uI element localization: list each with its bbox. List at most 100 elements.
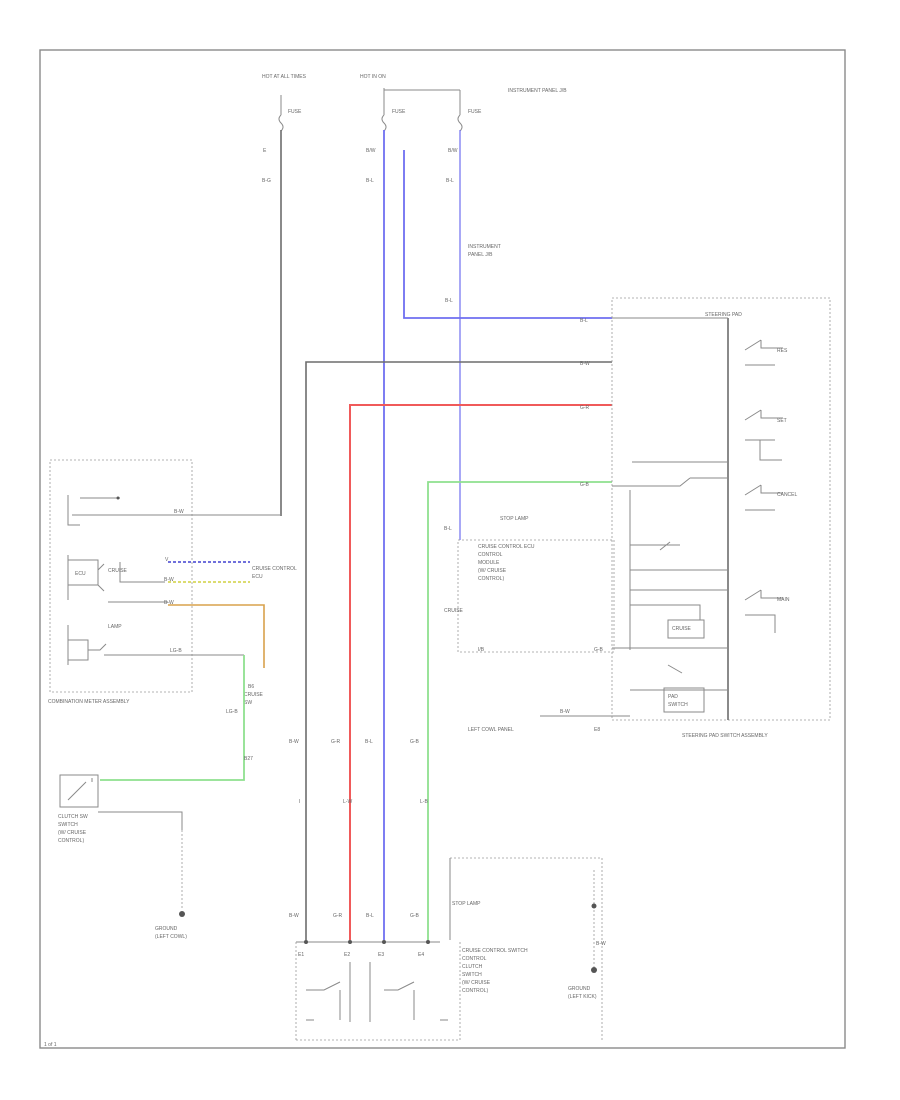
svg-text:CRUISE: CRUISE: [444, 608, 464, 614]
svg-text:V: V: [165, 557, 169, 563]
svg-text:FUSE: FUSE: [468, 109, 482, 115]
cruise-control-ecu: CRUISE CONTROL ECU CONTROL MODULE (W/ CR…: [444, 526, 615, 653]
clutch-switch-label: CLUTCH SW: [58, 814, 88, 820]
svg-text:CRUISE: CRUISE: [672, 626, 692, 632]
svg-text:B-L: B-L: [366, 913, 374, 919]
svg-text:G-R: G-R: [333, 913, 343, 919]
red-wire: [349, 404, 612, 940]
svg-text:B-L: B-L: [444, 526, 452, 532]
svg-text:I: I: [299, 799, 300, 805]
green-wire: [427, 481, 612, 940]
svg-text:CONTROL: CONTROL: [478, 552, 503, 558]
svg-text:B6: B6: [248, 684, 254, 690]
svg-text:B-W: B-W: [164, 600, 174, 606]
svg-text:G-B: G-B: [410, 739, 420, 745]
svg-text:B-G: B-G: [262, 178, 271, 184]
svg-text:L-W: L-W: [343, 799, 352, 805]
svg-text:LAMP: LAMP: [108, 624, 122, 630]
left-cowl-label: LEFT COWL PANEL: [468, 727, 514, 733]
svg-text:RES: RES: [777, 348, 788, 354]
svg-text:CLUTCH: CLUTCH: [462, 964, 483, 970]
right-module-label: STEERING PAD SWITCH ASSEMBLY: [682, 733, 768, 739]
svg-text:E2: E2: [344, 952, 350, 958]
svg-text:SWITCH: SWITCH: [462, 972, 482, 978]
fuse-right-label: INSTRUMENT PANEL J/B: [508, 88, 567, 94]
svg-text:MODULE: MODULE: [478, 560, 500, 566]
svg-text:B-W: B-W: [596, 941, 606, 947]
center-ecu-label: CRUISE CONTROL ECU: [478, 544, 535, 550]
svg-text:(W/ CRUISE: (W/ CRUISE: [462, 980, 491, 986]
svg-text:B-L: B-L: [445, 298, 453, 304]
svg-text:CONTROL): CONTROL): [58, 838, 84, 844]
svg-text:B-W: B-W: [174, 509, 184, 515]
fuse-left-label: HOT AT ALL TIMES: [262, 74, 307, 80]
svg-text:E4: E4: [418, 952, 424, 958]
gray-wire-main: [305, 361, 612, 940]
svg-text:CRUISE CONTROL: CRUISE CONTROL: [252, 566, 297, 572]
blue-wire-branch: [403, 150, 612, 319]
svg-text:SET: SET: [777, 418, 787, 424]
svg-text:G-B: G-B: [410, 913, 420, 919]
svg-text:E8: E8: [594, 727, 600, 733]
svg-text:SW: SW: [244, 700, 252, 706]
svg-text:ECU: ECU: [252, 574, 263, 580]
left-module-label: COMBINATION METER ASSEMBLY: [48, 699, 130, 705]
svg-text:B-L: B-L: [580, 318, 588, 324]
svg-text:G-B: G-B: [580, 482, 590, 488]
svg-text:E: E: [263, 148, 267, 154]
svg-text:I/B: I/B: [478, 647, 485, 653]
svg-text:(LEFT KICK): (LEFT KICK): [568, 994, 597, 1000]
svg-text:B-W: B-W: [560, 709, 570, 715]
green-wire-left: [100, 655, 245, 781]
cruise-control-switch-bottom: E1 E2 E3 E4 CRUISE CONTROL SWITCH CONTRO…: [295, 940, 528, 1041]
svg-text:ECU: ECU: [75, 571, 86, 577]
svg-text:G-B: G-B: [594, 647, 604, 653]
svg-text:G-R: G-R: [331, 739, 341, 745]
svg-text:SWITCH: SWITCH: [668, 702, 688, 708]
svg-text:E1: E1: [298, 952, 304, 958]
svg-text:PAD: PAD: [668, 694, 678, 700]
svg-text:FUSE: FUSE: [288, 109, 302, 115]
ground-right: B-W GROUND (LEFT KICK): [568, 870, 606, 1000]
frame-label: 1 of 1: [44, 1042, 57, 1048]
svg-text:B-W: B-W: [164, 577, 174, 583]
ground-right-label: GROUND: [568, 986, 591, 992]
svg-text:B/W: B/W: [366, 148, 376, 154]
svg-text:CONTROL): CONTROL): [478, 576, 504, 582]
svg-text:G-R: G-R: [580, 405, 590, 411]
svg-text:LG-B: LG-B: [170, 648, 182, 654]
svg-text:STOP LAMP: STOP LAMP: [452, 901, 481, 907]
svg-text:SWITCH: SWITCH: [58, 822, 78, 828]
fuse-mid-label: HOT IN ON: [360, 74, 386, 80]
svg-text:B-W: B-W: [580, 361, 590, 367]
combination-meter: COMBINATION METER ASSEMBLY B-W ECU CRUIS…: [48, 459, 281, 705]
clutch-switch: CLUTCH SW SWITCH (W/ CRUISE CONTROL) GRO…: [58, 774, 187, 940]
svg-text:L-B: L-B: [420, 799, 428, 805]
svg-text:B-L: B-L: [366, 178, 374, 184]
svg-text:STEERING PAD: STEERING PAD: [705, 312, 742, 318]
svg-text:CANCEL: CANCEL: [777, 492, 798, 498]
svg-text:(LEFT COWL): (LEFT COWL): [155, 934, 187, 940]
svg-text:(W/ CRUISE: (W/ CRUISE: [58, 830, 87, 836]
svg-text:CONTROL: CONTROL: [462, 956, 487, 962]
svg-text:B-W: B-W: [289, 913, 299, 919]
svg-text:E3: E3: [378, 952, 384, 958]
ground-left-label: GROUND: [155, 926, 178, 932]
fuse-left: HOT AT ALL TIMES FUSE E B-G: [262, 74, 307, 516]
svg-text:INSTRUMENT: INSTRUMENT: [468, 244, 501, 250]
svg-text:FUSE: FUSE: [392, 109, 406, 115]
svg-text:PANEL J/B: PANEL J/B: [468, 252, 493, 258]
svg-text:CRUISE: CRUISE: [244, 692, 264, 698]
svg-text:B27: B27: [244, 756, 253, 762]
stop-lamp-label: STOP LAMP: [500, 516, 529, 522]
svg-text:B/W: B/W: [448, 148, 458, 154]
svg-text:LG-B: LG-B: [226, 709, 238, 715]
svg-text:CONTROL): CONTROL): [462, 988, 488, 994]
fuse-mid: HOT IN ON FUSE B/W B-L: [360, 74, 460, 184]
svg-text:MAIN: MAIN: [777, 597, 790, 603]
fuse-right: INSTRUMENT PANEL J/B FUSE B/W B-L INSTRU…: [445, 88, 567, 304]
steering-pad-switch: STEERING PAD SWITCH ASSEMBLY STEERING PA…: [580, 297, 831, 739]
bottom-ecu-label: CRUISE CONTROL SWITCH: [462, 948, 528, 954]
svg-text:B-L: B-L: [365, 739, 373, 745]
